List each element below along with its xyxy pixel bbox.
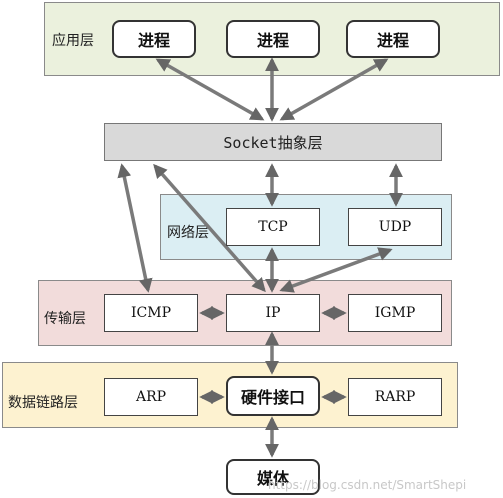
socket-abstraction-layer: Socket抽象层: [104, 123, 442, 161]
rarp-box: RARP: [348, 378, 442, 416]
arrow-process3-socket: [279, 58, 389, 121]
media-box: 媒体: [226, 459, 320, 495]
transport-layer-label: 传输层: [44, 311, 86, 327]
tcp-box: TCP: [226, 208, 320, 246]
arrow-socket-ip: [153, 163, 266, 293]
igmp-box: IGMP: [348, 294, 442, 332]
application-layer-label: 应用层: [52, 33, 94, 49]
watermark-text: https://blog.csdn.net/SmartShepi: [268, 478, 467, 492]
arrow-udp-ip: [279, 247, 393, 293]
udp-box: UDP: [348, 208, 442, 246]
process-box-1: 进程: [112, 20, 196, 58]
icmp-box: ICMP: [104, 294, 198, 332]
process-box-2: 进程: [226, 20, 320, 58]
arp-box: ARP: [104, 378, 198, 416]
process-box-3: 进程: [346, 20, 440, 58]
ip-box: IP: [226, 294, 320, 332]
arrow-process1-socket: [155, 58, 265, 121]
datalink-layer-label: 数据链路层: [8, 395, 78, 411]
hardware-interface-box: 硬件接口: [226, 376, 320, 416]
arrow-socket-icmp: [117, 163, 153, 293]
